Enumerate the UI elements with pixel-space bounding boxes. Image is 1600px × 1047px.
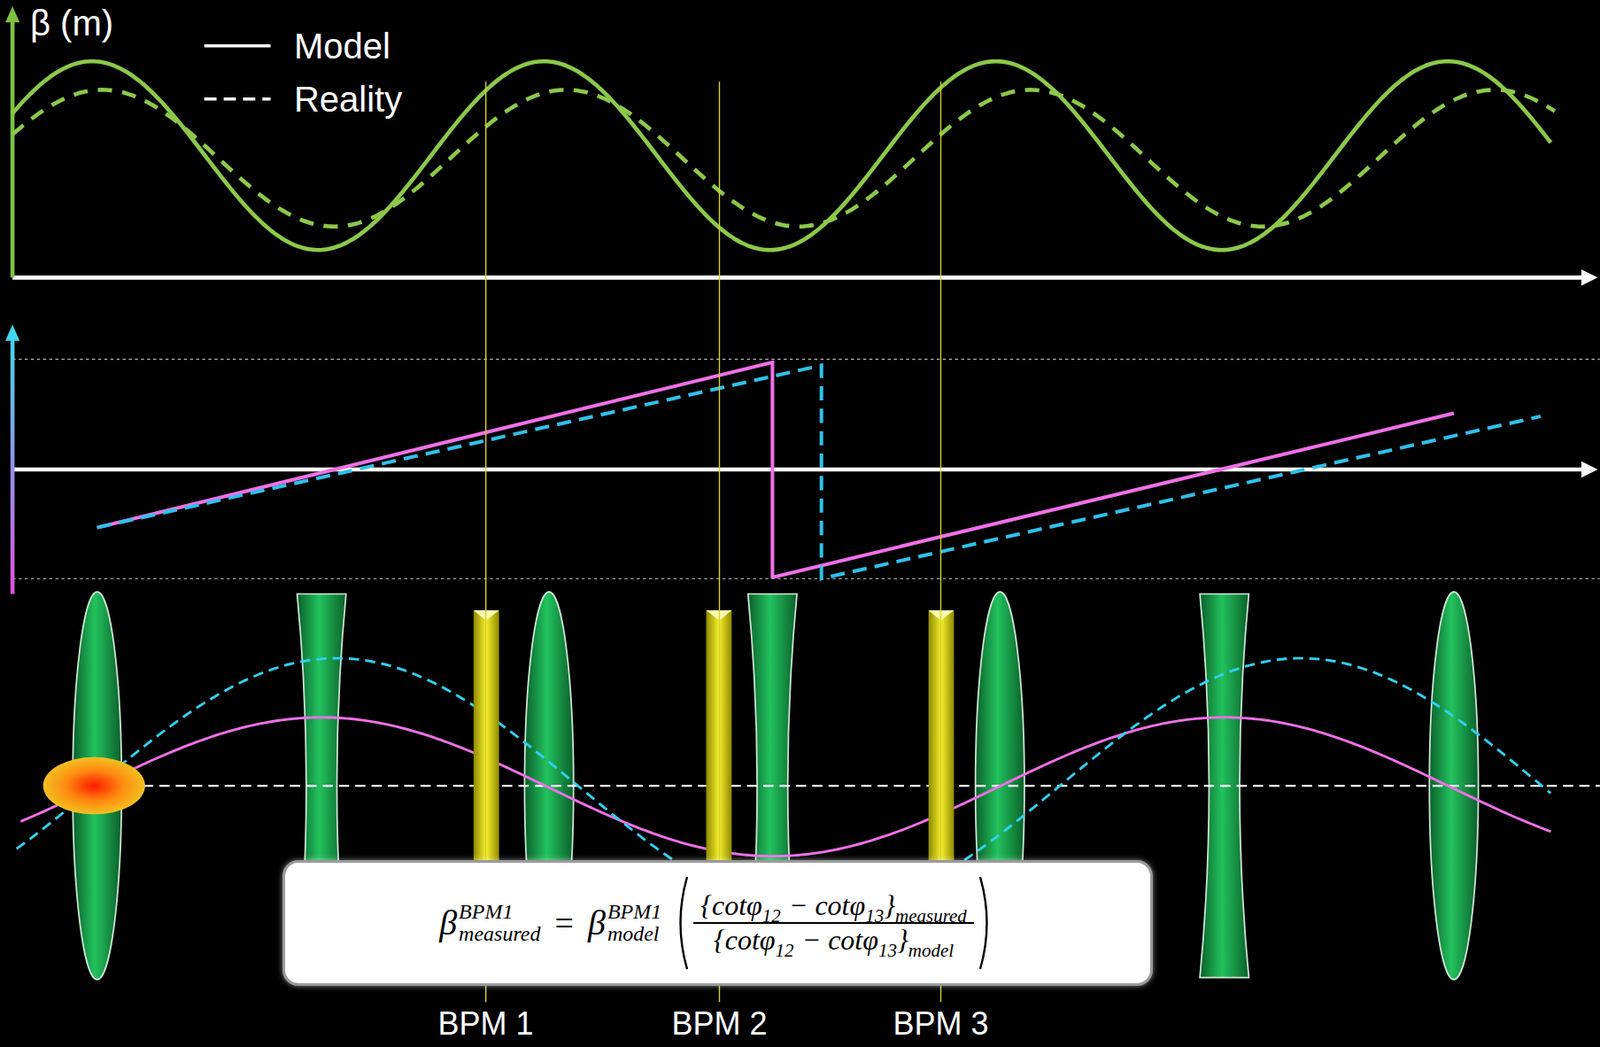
subscript: 13 — [878, 939, 897, 961]
legend-samples — [204, 46, 271, 100]
bpm-label: BPM 3 — [893, 1007, 990, 1040]
math-text: − cotφ — [802, 923, 879, 956]
subscript: model — [908, 939, 954, 961]
bpm-label: BPM 1 — [438, 1007, 534, 1040]
formula: βBPM1measured=βBPM1model{cotφ12− cotφ13}… — [439, 873, 996, 973]
axis-label: β (m) — [30, 5, 114, 41]
beta-symbol: β — [439, 904, 457, 941]
beam-bunch — [43, 757, 146, 815]
phase-sawtooth — [97, 362, 1541, 579]
math-text: {cotφ — [713, 923, 776, 956]
legend-text: Reality — [293, 81, 402, 117]
subscript: measured — [895, 904, 967, 927]
legend-text: Model — [293, 28, 391, 64]
math-text: } — [883, 888, 896, 921]
index-stack: BPM1measured — [458, 900, 541, 945]
subscript: 13 — [865, 904, 884, 927]
model-trajectory — [20, 717, 1551, 857]
parenthesis — [672, 873, 692, 973]
beta-curves — [12, 61, 1555, 250]
parenthesis — [975, 873, 996, 973]
model-beta-curve — [12, 61, 1551, 250]
phase-axes — [5, 324, 1600, 594]
subscript: model — [607, 922, 662, 945]
fraction-row: {cotφ12− cotφ13}measured — [693, 888, 974, 922]
beta-axes — [5, 6, 1598, 286]
beta-symbol: β — [587, 904, 606, 941]
real-beta-curve — [12, 89, 1555, 226]
subscript: 12 — [775, 939, 795, 961]
math-text: } — [896, 923, 909, 956]
math-text: {cotφ — [700, 888, 763, 921]
fraction-row: {cotφ12− cotφ13}model — [706, 923, 961, 957]
superscript: BPM1 — [607, 900, 662, 923]
math-text: − cotφ — [788, 888, 866, 921]
subscript: 12 — [762, 904, 781, 927]
subscript: measured — [458, 922, 541, 945]
formula-box: βBPM1measured=βBPM1model{cotφ12− cotφ13}… — [282, 859, 1153, 986]
index-stack: BPM1model — [607, 900, 662, 945]
equals-sign: = — [555, 903, 574, 943]
fraction: {cotφ12− cotφ13}measured{cotφ12− cotφ13}… — [693, 888, 974, 957]
bpm-label: BPM 2 — [671, 1007, 767, 1040]
superscript: BPM1 — [458, 900, 541, 923]
reference-orbit — [143, 784, 1600, 787]
